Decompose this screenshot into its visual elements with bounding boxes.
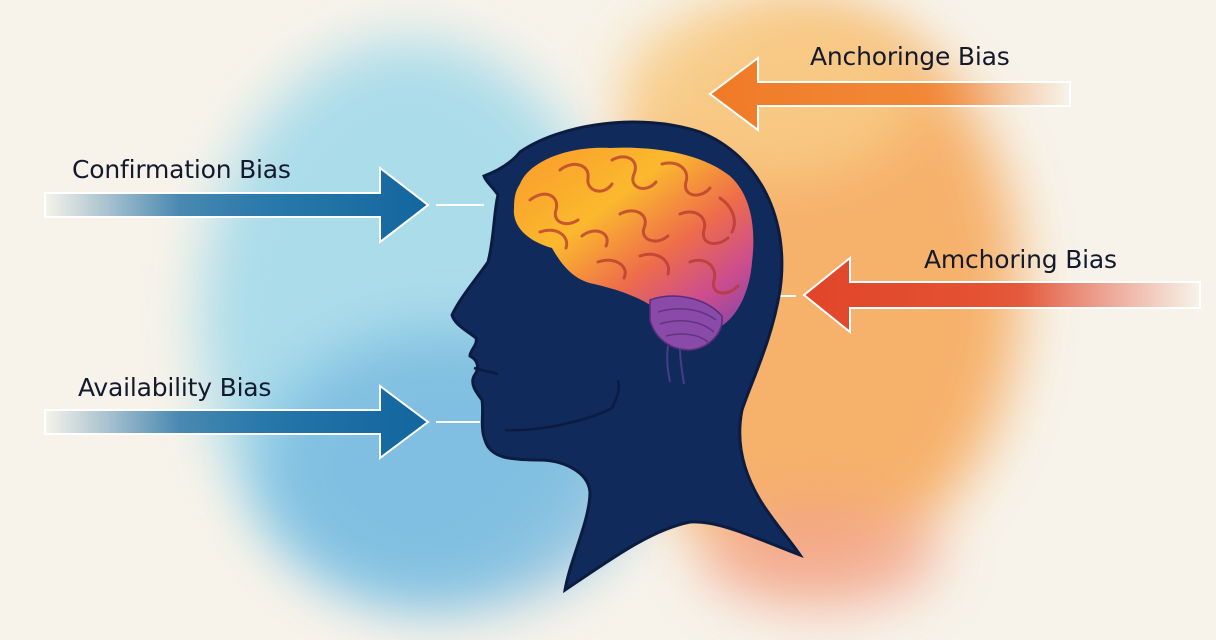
- brain-illustration: [513, 147, 754, 385]
- availability-arrow: [44, 384, 480, 460]
- label-anchoringe-bias: Anchoringe Bias: [810, 42, 1010, 71]
- confirmation-arrow: [44, 165, 484, 245]
- anchoringe-arrow: [708, 56, 1071, 132]
- label-amchoring-bias: Amchoring Bias: [924, 245, 1117, 274]
- label-confirmation-bias: Confirmation Bias: [72, 155, 291, 184]
- label-availability-bias: Availability Bias: [78, 373, 272, 402]
